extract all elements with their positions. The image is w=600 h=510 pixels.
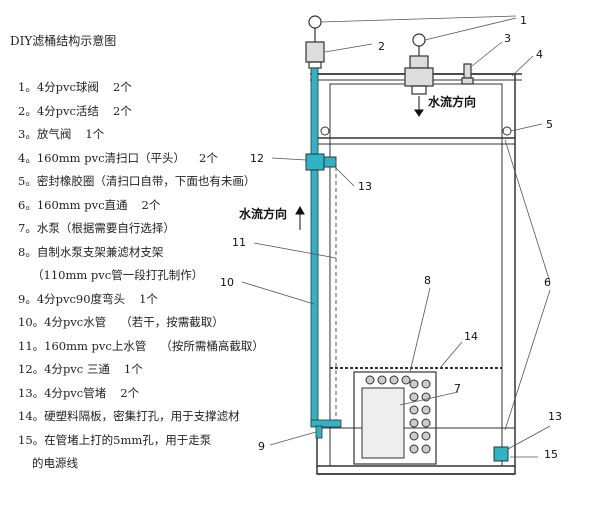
pump-stand: [353, 371, 437, 465]
perforation-hole: [409, 431, 419, 441]
callout-9: 9: [258, 440, 265, 453]
part-qty: 2个: [112, 103, 132, 118]
perforation-hole: [365, 375, 375, 385]
flow-arrow-outlet: [414, 96, 424, 117]
part-item: （110mm pvc管一段打孔制作）: [18, 264, 318, 288]
part-item: 15。在管堵上打的5mm孔，用于走泵: [18, 429, 318, 453]
part-item: 11。160mm pvc上水管 （按所需桶高截取）: [18, 335, 318, 359]
part-item: 13。4分pvc管堵 2个: [18, 382, 318, 406]
part-item: 1。4分pvc球阀 2个: [18, 76, 318, 100]
callout-5: 5: [546, 118, 553, 131]
part-qty: （按所需桶高截取）: [160, 338, 264, 353]
part-item: 10。4分pvc水管 （若干，按需截取）: [18, 311, 318, 335]
callout-4: 4: [536, 48, 543, 61]
part-item: 8。自制水泵支架兼滤材支架: [18, 241, 318, 265]
perforation-hole: [421, 444, 431, 454]
part-label: 5。密封橡胶圈（清扫口自带，下面也有未画）: [18, 174, 256, 188]
pump: [361, 387, 405, 459]
callout-12: 12: [250, 152, 264, 165]
perforation-hole: [409, 444, 419, 454]
part-item: 7。水泵（根据需要自行选择）: [18, 217, 318, 241]
right-valve: [404, 33, 434, 95]
callout-11: 11: [232, 236, 246, 249]
part-item: 12。4分pvc 三通 1个: [18, 358, 318, 382]
part-label: 的电源线: [32, 456, 78, 470]
perforation-hole: [409, 405, 419, 415]
seal-ring-right: [502, 126, 512, 136]
part-qty: 2个: [112, 80, 132, 94]
perforation-hole: [421, 405, 431, 415]
leader-lines: [241, 15, 551, 458]
perforation-hole: [421, 431, 431, 441]
tee-fitting: [305, 153, 337, 171]
part-qty: 1个: [139, 291, 158, 306]
perforation-hole: [421, 379, 431, 389]
part-item: 9。4分pvc90度弯头 1个: [18, 288, 318, 312]
perforation-hole: [401, 375, 411, 385]
part-qty: 1个: [123, 362, 143, 376]
part-item: 4。160mm pvc清扫口（平头） 2个: [18, 147, 318, 171]
part-item: 3。放气阀 1个: [18, 123, 318, 147]
seal-ring-left: [320, 126, 330, 136]
part-qty: 2个: [199, 150, 218, 165]
perforation-hole: [409, 418, 419, 428]
part-qty: 1个: [85, 127, 105, 141]
callout-13: 13: [548, 410, 562, 423]
part-label: 2。4分pvc活结: [18, 103, 99, 118]
perforation-hole: [409, 392, 419, 402]
part-label: 10。4分pvc水管: [18, 315, 107, 329]
perforation-hole: [409, 379, 419, 389]
part-label: 3。放气阀: [18, 127, 72, 141]
callout-1: 1: [520, 14, 527, 27]
callout-7: 7: [454, 382, 461, 395]
callout-6: 6: [544, 276, 551, 289]
flow-label-riser: 水流方向: [239, 206, 287, 221]
part-item: 2。4分pvc活结 2个: [18, 100, 318, 124]
part-qty: 2个: [141, 197, 161, 212]
part-label: 6。160mm pvc直通: [18, 197, 128, 212]
part-item: 14。硬塑料隔板，密集打孔，用于支撑滤材: [18, 405, 318, 429]
part-label: 15。在管堵上打的5mm孔，用于走泵: [18, 432, 212, 447]
part-label: 13。4分pvc管堵: [18, 385, 107, 400]
part-label: 12。4分pvc 三通: [18, 362, 110, 376]
part-label: 8。自制水泵支架兼滤材支架: [18, 244, 164, 259]
flow-label-outlet: 水流方向: [428, 94, 476, 109]
bottom-plug: [493, 446, 509, 462]
perforation-hole: [389, 375, 399, 385]
flow-arrow-riser: [295, 205, 305, 230]
part-label: 7。水泵（根据需要自行选择）: [18, 221, 175, 235]
callout-13: 13: [358, 180, 372, 193]
callout-8: 8: [424, 274, 431, 287]
part-label: 1。4分pvc球阀: [18, 80, 99, 94]
part-label: 11。160mm pvc上水管: [18, 338, 147, 353]
part-item: 6。160mm pvc直通 2个: [18, 194, 318, 218]
part-qty: （若干，按需截取）: [120, 315, 224, 329]
riser-pipe: [310, 67, 342, 439]
part-label: （110mm pvc管一段打孔制作）: [32, 268, 204, 282]
part-qty: 2个: [120, 385, 140, 400]
callout-15: 15: [544, 448, 558, 461]
part-label: 9。4分pvc90度弯头: [18, 291, 126, 306]
air-release-valve: [461, 63, 474, 85]
callout-2: 2: [378, 40, 385, 53]
perforation-hole: [421, 418, 431, 428]
part-item: 5。密封橡胶圈（清扫口自带，下面也有未画）: [18, 170, 318, 194]
callout-10: 10: [220, 276, 234, 289]
diagram-title: DIY滤桶结构示意图: [10, 34, 117, 48]
parts-list: 1。4分pvc球阀 2个 2。4分pvc活结 2个 3。放气阀 1个 4。160mm pvc…: [18, 76, 318, 476]
part-item: 的电源线: [18, 452, 318, 476]
callout-3: 3: [504, 32, 511, 45]
callout-14: 14: [464, 330, 478, 343]
perforation-hole: [377, 375, 387, 385]
part-label: 4。160mm pvc清扫口（平头）: [18, 150, 186, 165]
left-valve: [305, 15, 325, 69]
part-label: 14。硬塑料隔板，密集打孔，用于支撑滤材: [18, 409, 240, 423]
